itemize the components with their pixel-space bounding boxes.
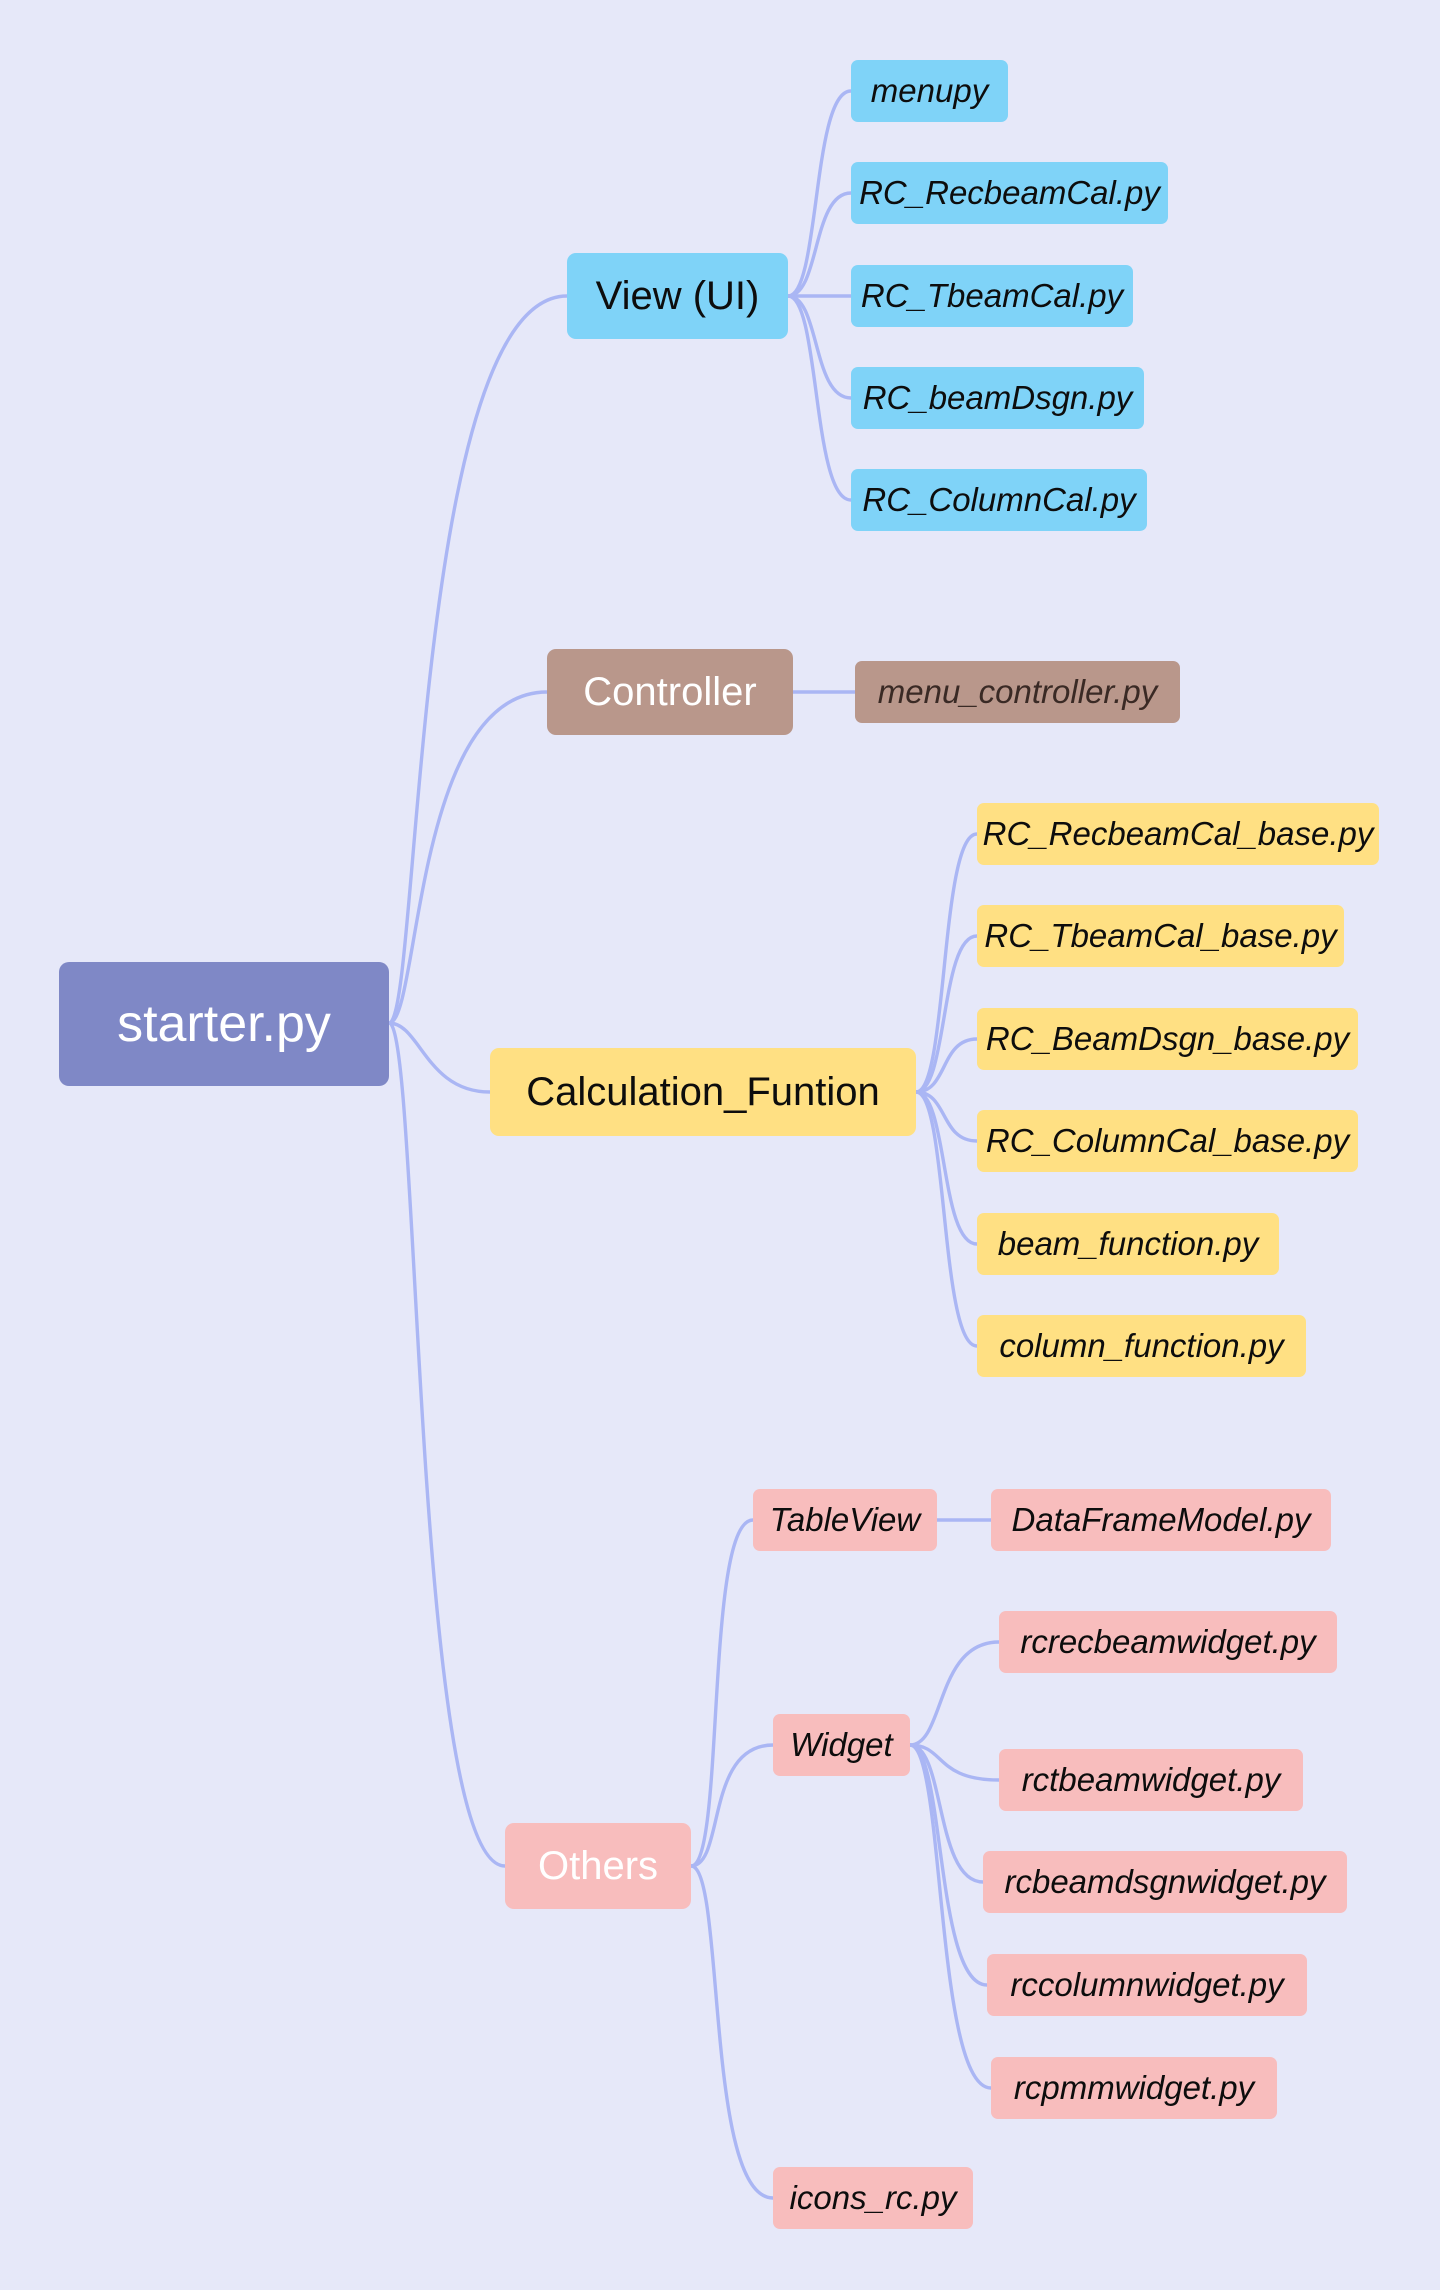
link-others-icons bbox=[689, 1864, 775, 2200]
link-widget-file-1 bbox=[908, 1743, 1001, 1782]
link-widget-file-3 bbox=[908, 1743, 989, 1987]
link-view-file-3 bbox=[786, 294, 853, 400]
branch-calculation[interactable]: Calculation_Funtion bbox=[490, 1048, 916, 1136]
calc-file-tbeamcal-base[interactable]: RC_TbeamCal_base.py bbox=[977, 905, 1344, 967]
link-calc-file-4 bbox=[914, 1090, 979, 1246]
others-tableview[interactable]: TableView bbox=[753, 1489, 937, 1551]
branch-others[interactable]: Others bbox=[505, 1823, 691, 1909]
link-view-file-4 bbox=[786, 294, 853, 502]
link-widget-file-0 bbox=[908, 1640, 1001, 1747]
calc-file-column-function[interactable]: column_function.py bbox=[977, 1315, 1306, 1377]
link-view-file-0 bbox=[786, 89, 853, 298]
others-widget[interactable]: Widget bbox=[773, 1714, 910, 1776]
widget-file-rcpmmwidget[interactable]: rcpmmwidget.py bbox=[991, 2057, 1277, 2119]
controller-file-menu-controller[interactable]: menu_controller.py bbox=[855, 661, 1180, 723]
widget-file-rcbeamdsgnwidget[interactable]: rcbeamdsgnwidget.py bbox=[983, 1851, 1347, 1913]
link-calc-file-3 bbox=[914, 1090, 979, 1143]
calc-file-beamdsgn-base[interactable]: RC_BeamDsgn_base.py bbox=[977, 1008, 1358, 1070]
link-others-tableview bbox=[689, 1518, 755, 1868]
root-node[interactable]: starter.py bbox=[59, 962, 389, 1086]
link-others-widget bbox=[689, 1743, 775, 1868]
link-calc-file-0 bbox=[914, 832, 979, 1094]
link-view-file-1 bbox=[786, 191, 853, 298]
others-icons-rc[interactable]: icons_rc.py bbox=[773, 2167, 973, 2229]
link-root-calculation bbox=[387, 1021, 492, 1094]
link-calc-file-1 bbox=[914, 934, 979, 1094]
link-widget-file-2 bbox=[908, 1743, 985, 1884]
view-file-beamdsgn[interactable]: RC_beamDsgn.py bbox=[851, 367, 1144, 429]
view-file-columncal[interactable]: RC_ColumnCal.py bbox=[851, 469, 1147, 531]
calc-file-recbeamcal-base[interactable]: RC_RecbeamCal_base.py bbox=[977, 803, 1379, 865]
link-calc-file-5 bbox=[914, 1090, 979, 1348]
link-root-view bbox=[387, 294, 569, 1025]
branch-controller[interactable]: Controller bbox=[547, 649, 793, 735]
view-file-recbeamcal[interactable]: RC_RecbeamCal.py bbox=[851, 162, 1168, 224]
view-file-menupy[interactable]: menupy bbox=[851, 60, 1008, 122]
widget-file-rcrecbeamwidget[interactable]: rcrecbeamwidget.py bbox=[999, 1611, 1337, 1673]
tableview-file-dataframemodel[interactable]: DataFrameModel.py bbox=[991, 1489, 1331, 1551]
widget-file-rctbeamwidget[interactable]: rctbeamwidget.py bbox=[999, 1749, 1303, 1811]
link-root-others bbox=[387, 1021, 507, 1868]
link-calc-file-2 bbox=[914, 1037, 979, 1094]
branch-view[interactable]: View (UI) bbox=[567, 253, 788, 339]
link-root-controller bbox=[387, 690, 549, 1025]
link-widget-file-4 bbox=[908, 1743, 993, 2090]
calc-file-beam-function[interactable]: beam_function.py bbox=[977, 1213, 1279, 1275]
calc-file-columncal-base[interactable]: RC_ColumnCal_base.py bbox=[977, 1110, 1358, 1172]
view-file-tbeamcal[interactable]: RC_TbeamCal.py bbox=[851, 265, 1133, 327]
widget-file-rccolumnwidget[interactable]: rccolumnwidget.py bbox=[987, 1954, 1307, 2016]
